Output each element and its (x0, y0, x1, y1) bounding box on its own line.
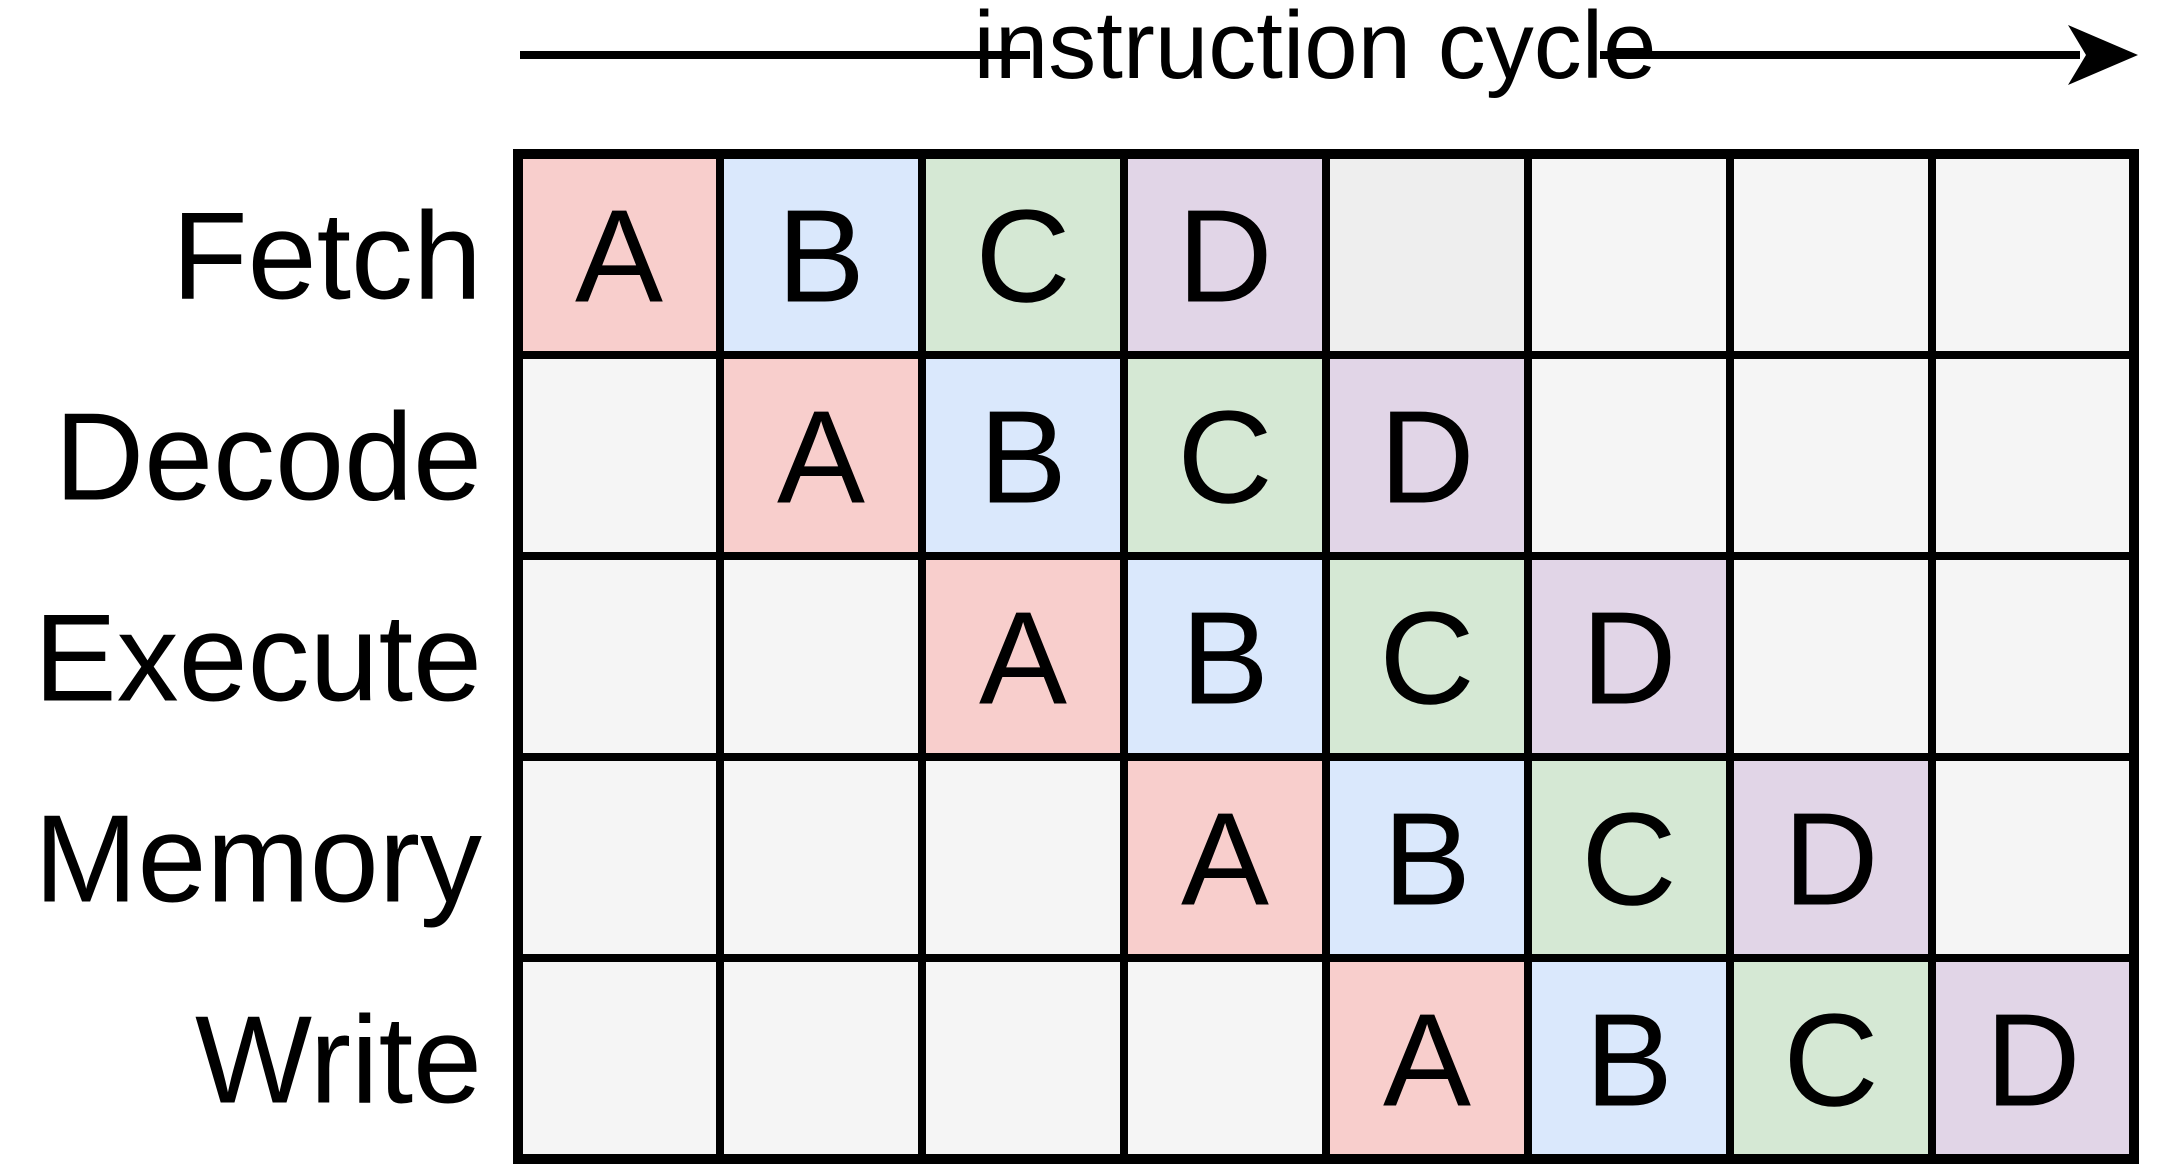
pipeline-cell-empty (716, 954, 926, 1163)
pipeline-cell-write-b (1524, 954, 1734, 1163)
pipeline-cell-empty (1928, 753, 2138, 962)
instruction-label-a: A (1383, 987, 1471, 1134)
stage-label-write: Write (195, 992, 482, 1130)
instruction-label-a: A (777, 384, 865, 531)
pipeline-cell-empty (514, 954, 724, 1163)
pipeline-cell-empty (1524, 351, 1734, 560)
pipeline-cell-memory-b (1322, 753, 1532, 962)
pipeline-cell-empty (918, 954, 1128, 1163)
instruction-label-d: D (1985, 987, 2080, 1134)
pipeline-cell-empty (514, 753, 724, 962)
pipeline-cell-memory-c (1524, 753, 1734, 962)
pipeline-cell-empty (716, 552, 926, 761)
stage-label-memory: Memory (34, 791, 482, 929)
cycle-axis-arrowhead (2068, 25, 2138, 85)
pipeline-cell-memory-d (1726, 753, 1936, 962)
stage-label-execute: Execute (34, 590, 482, 728)
pipeline-cell-empty (1928, 351, 2138, 560)
pipeline-cell-empty (716, 753, 926, 962)
instruction-label-c: C (1581, 786, 1676, 933)
instruction-label-c: C (1783, 987, 1878, 1134)
instruction-label-d: D (1177, 183, 1272, 330)
pipeline-cell-execute-d (1524, 552, 1734, 761)
pipeline-cell-empty (1928, 150, 2138, 359)
instruction-label-b: B (1585, 987, 1673, 1134)
pipeline-cell-empty (514, 351, 724, 560)
pipeline-cell-empty (514, 552, 724, 761)
cycle-axis: instruction cycle (520, 0, 2138, 99)
instruction-label-a: A (979, 585, 1067, 732)
instruction-label-a: A (1181, 786, 1269, 933)
pipeline-cell-empty (1928, 552, 2138, 761)
instruction-label-b: B (777, 183, 865, 330)
pipeline-cell-fetch-a (514, 150, 724, 359)
pipeline-cell-empty (1120, 954, 1330, 1163)
instruction-label-d: D (1783, 786, 1878, 933)
pipeline-grid-border (513, 149, 2139, 1164)
pipeline-cell-execute-b (1120, 552, 1330, 761)
pipeline-cell-empty (1726, 150, 1936, 359)
instruction-label-c: C (1177, 384, 1272, 531)
instruction-label-d: D (1581, 585, 1676, 732)
pipeline-cell-empty (1524, 150, 1734, 359)
pipeline-cell-fetch-c (918, 150, 1128, 359)
pipeline-cell-empty (1726, 351, 1936, 560)
stage-label-fetch: Fetch (172, 188, 482, 326)
instruction-label-b: B (1383, 786, 1471, 933)
instruction-label-c: C (1379, 585, 1474, 732)
pipeline-cell-write-a (1322, 954, 1532, 1163)
instruction-label-c: C (975, 183, 1070, 330)
pipeline-cell-empty (1322, 150, 1532, 359)
instruction-label-b: B (979, 384, 1067, 531)
pipeline-cell-empty (1726, 552, 1936, 761)
instruction-label-d: D (1379, 384, 1474, 531)
pipeline-cell-write-c (1726, 954, 1936, 1163)
pipeline-cell-empty (918, 753, 1128, 962)
pipeline-cell-decode-d (1322, 351, 1532, 560)
cycle-axis-label: instruction cycle (974, 0, 1657, 99)
pipeline-cell-memory-a (1120, 753, 1330, 962)
stage-label-decode: Decode (55, 389, 482, 527)
instruction-label-a: A (575, 183, 663, 330)
instruction-label-b: B (1181, 585, 1269, 732)
